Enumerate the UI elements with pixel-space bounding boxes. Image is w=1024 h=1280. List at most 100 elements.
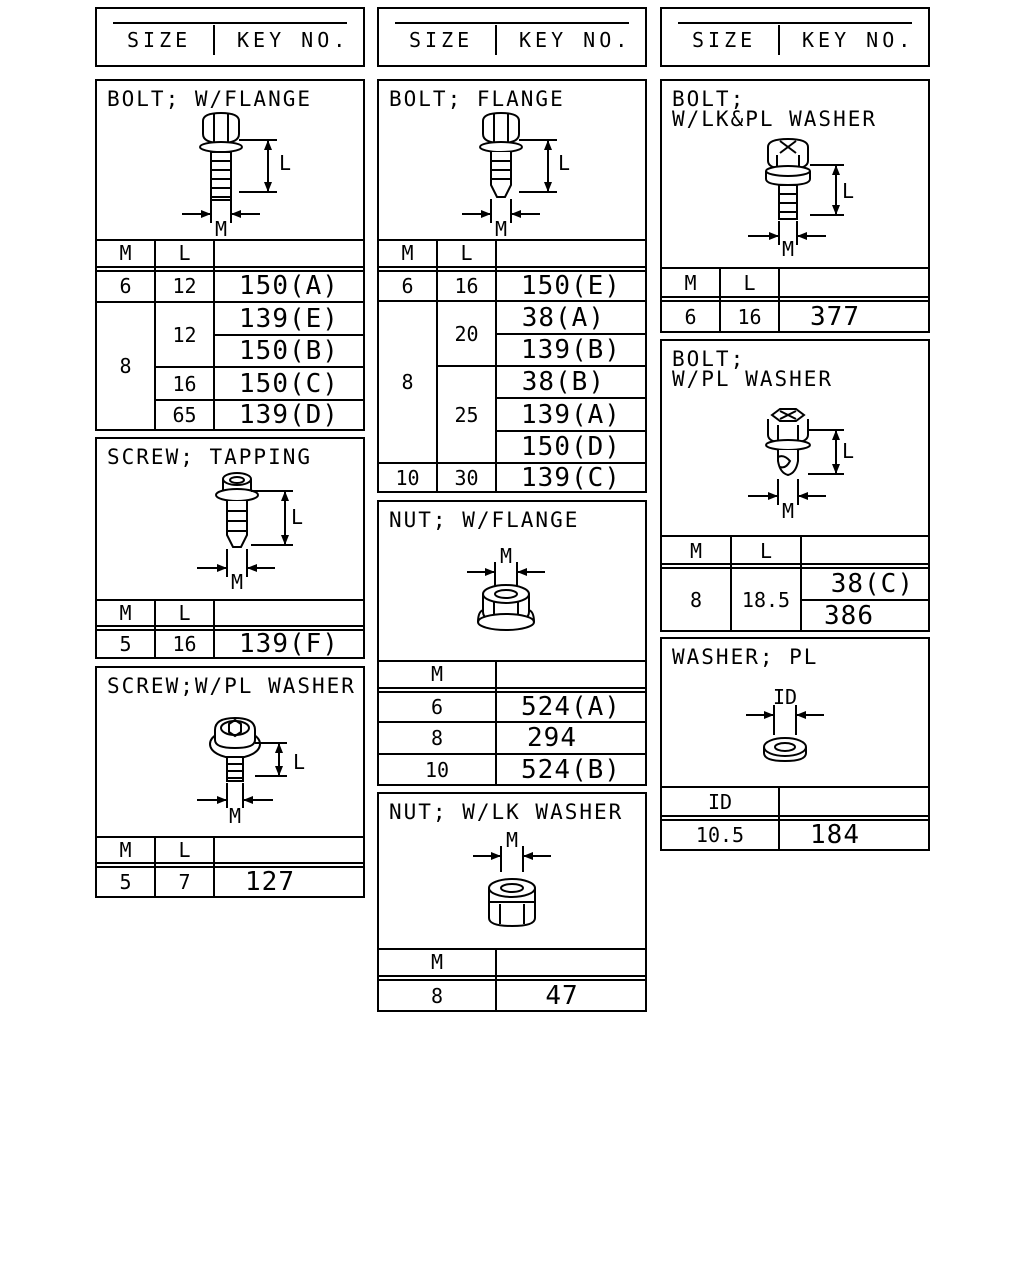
col-m-header: M [430,950,444,974]
table-cell-l: 16 [172,632,197,656]
size-key-header-col2: SIZE KEY NO. [377,7,647,67]
lock-washer-bolt-icon [748,137,844,245]
table-cell-m: 8 [689,587,703,612]
dim-id-label: ID [772,685,798,709]
table-cell-l: 18.5 [741,587,791,612]
dim-m-label: M [230,570,244,594]
bolt-flange-panel: BOLT; FLANGE L M M L 6 16 150(E) 8 20 38 [377,79,647,493]
col-m-header: M [689,539,703,563]
table-cell-l: 20 [454,321,479,346]
key-no-header: KEY NO. [519,28,632,52]
dim-l-label: L [841,439,855,463]
col-m-header: M [430,662,444,686]
dim-l-label: L [557,151,571,175]
key-no-header: KEY NO. [237,28,350,52]
col-id-header: ID [707,790,733,814]
key-number: 139(D) [239,400,339,430]
dim-l-label: L [278,151,292,175]
table-cell-l: 7 [178,870,191,894]
panel-title: NUT; W/LK WASHER [389,800,624,824]
panel-title-line1: BOLT; [672,87,746,111]
dim-m-label: M [781,499,795,523]
col-l-header: L [759,539,773,563]
nut-w-lk-washer-panel: NUT; W/LK WASHER M M 8 47 [377,792,647,1012]
table-cell-m: 8 [430,983,444,1008]
panel-title-line2: W/LK&PL WASHER [672,107,878,131]
table-cell-m: 10 [424,757,450,782]
table-cell-l: 25 [454,402,479,427]
size-header: SIZE [409,28,474,52]
col-l-header: L [743,271,756,295]
panel-title-line1: BOLT; [672,347,746,371]
panel-title: WASHER; PL [672,645,819,669]
plain-washer-bolt-icon [748,408,844,505]
table-cell-m: 8 [119,354,132,378]
panel-title: SCREW;W/PL WASHER [107,674,356,698]
table-cell-l: 16 [172,371,197,396]
table-cell-l: 12 [172,274,197,298]
dim-l-label: L [292,750,306,774]
dim-m-label: M [228,804,242,828]
table-cell-l: 12 [172,322,197,347]
key-number: 377 [810,301,860,332]
nut-w-flange-panel: NUT; W/FLANGE M M 6 524(A) 8 294 10 524(… [377,500,647,786]
key-number: 38(A) [521,302,605,333]
table-cell-id: 10.5 [695,823,745,847]
key-number: 47 [545,980,579,1011]
key-number: 139(B) [521,335,621,365]
key-number: 139(F) [239,629,339,659]
plain-washer-icon [746,705,824,763]
col-l-header: L [178,241,191,265]
table-cell-m: 6 [119,274,132,298]
table-cell-l: 16 [454,273,479,298]
table-cell-m: 6 [401,273,414,298]
dim-l-label: L [841,179,855,203]
key-number: 139(C) [521,462,621,493]
col-l-header: L [460,241,473,265]
washer-screw-icon [197,716,287,808]
col-m-header: M [119,241,132,265]
table-cell-m: 8 [401,370,414,394]
key-number: 150(D) [521,432,621,462]
table-cell-m: 8 [430,726,444,750]
bolt-w-lk-pl-washer-panel: BOLT; W/LK&PL WASHER L M M L 6 16 377 [660,79,930,333]
size-header: SIZE [127,28,192,52]
screw-tapping-panel: SCREW; TAPPING L M M L 5 16 139(F) [95,437,365,659]
table-cell-l: 16 [737,304,762,329]
key-no-header: KEY NO. [802,28,915,52]
lock-washer-nut-icon [473,846,551,928]
dim-m-label: M [499,544,513,568]
dim-l-label: L [290,505,304,529]
key-number: 38(B) [521,367,605,397]
size-key-header-col1: SIZE KEY NO. [95,7,365,67]
table-cell-m: 5 [119,870,132,894]
key-number: 139(A) [521,399,621,430]
col-m-header: M [401,241,414,265]
key-number: 294 [527,723,577,753]
table-cell-m: 5 [119,632,132,656]
flange-nut-icon [467,562,545,631]
washer-pl-panel: WASHER; PL ID ID 10.5 184 [660,637,930,851]
dim-m-label: M [781,237,795,261]
col-m-header: M [119,601,132,625]
screw-w-pl-washer-panel: SCREW;W/PL WASHER L M M L 5 7 127 [95,666,365,898]
tapping-screw-icon [197,472,293,577]
panel-title: BOLT; FLANGE [389,87,565,111]
panel-title: BOLT; W/FLANGE [107,87,313,111]
key-number: 150(E) [521,270,621,301]
size-header: SIZE [692,28,757,52]
size-key-header-col3: SIZE KEY NO. [660,7,930,67]
bolt-w-flange-panel: BOLT; W/FLANGE L M M L 6 12 150(A) 8 12 [95,79,365,431]
key-number: 139(E) [239,303,339,334]
col-m-header: M [684,271,697,295]
flange-bolt-icon [182,111,277,223]
bolt-w-pl-washer-panel: BOLT; W/PL WASHER L M M L 8 18.5 38(C) 3… [660,339,930,632]
key-number: 150(A) [239,271,339,301]
dim-m-label: M [505,828,519,852]
key-number: 386 [824,600,874,631]
flange-bolt-icon [462,111,557,223]
key-number: 524(A) [521,691,621,722]
key-number: 38(C) [830,569,914,599]
table-cell-m: 6 [430,694,444,719]
key-number: 524(B) [521,754,621,785]
